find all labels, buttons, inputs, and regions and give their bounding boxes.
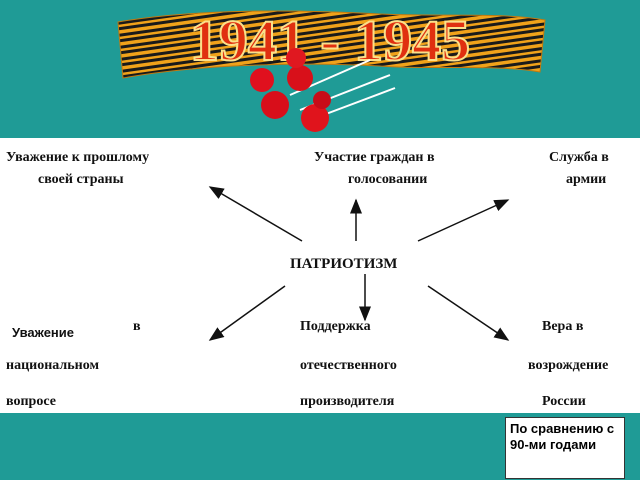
victory-ribbon-image: 1941 - 1945 bbox=[117, 7, 546, 132]
bottom-right-line1: Вера в bbox=[542, 319, 584, 334]
top-left-line1: Уважение к прошлому bbox=[6, 150, 150, 165]
diagram-area bbox=[0, 138, 640, 413]
years-title: 1941 - 1945 bbox=[190, 8, 470, 73]
arrow-to-bottom-right bbox=[427, 285, 510, 341]
bottom-left-line3: вопросе bbox=[6, 394, 56, 409]
top-mid-line1: Участие граждан в bbox=[314, 150, 435, 165]
comparison-note: По сравнению с 90-ми годами bbox=[505, 417, 625, 479]
top-left-line2: своей страны bbox=[38, 172, 124, 187]
top-right-line1: Служба в bbox=[549, 150, 609, 165]
bottom-left-word1: Уважение bbox=[12, 325, 74, 340]
center-concept: ПАТРИОТИЗМ bbox=[290, 256, 398, 272]
top-mid-line2: голосовании bbox=[348, 172, 428, 187]
arrow-to-top-right bbox=[417, 199, 510, 242]
bottom-right-line3: России bbox=[542, 394, 586, 409]
st-george-ribbon bbox=[117, 10, 546, 79]
carnations-icon bbox=[250, 48, 396, 132]
arrow-to-top-left bbox=[208, 186, 303, 242]
arrow-to-bottom-left bbox=[208, 285, 286, 341]
bottom-mid-line3: производителя bbox=[300, 394, 395, 409]
top-right-line2: армии bbox=[566, 172, 607, 187]
bottom-left-line2: национальном bbox=[6, 358, 99, 373]
bottom-right-line2: возрождение bbox=[528, 358, 609, 373]
bottom-mid-line2: отечественного bbox=[300, 358, 397, 373]
bottom-mid-line1: Поддержка bbox=[300, 319, 371, 334]
bottom-left-word2: в bbox=[133, 319, 141, 334]
